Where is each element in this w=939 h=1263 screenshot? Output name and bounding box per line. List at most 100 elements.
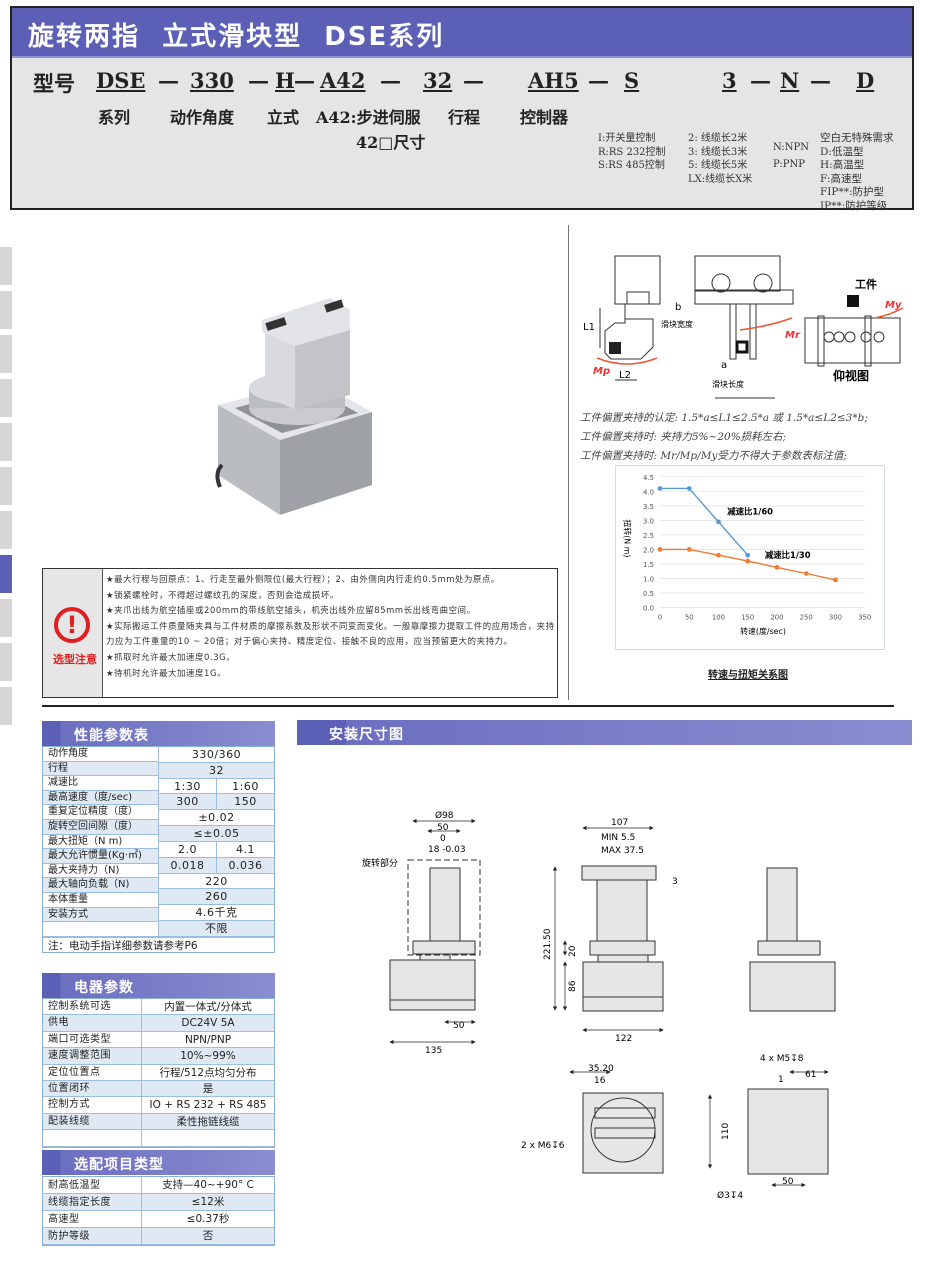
data-point — [686, 486, 692, 491]
code-series: DSE — [96, 68, 146, 93]
side-tab[interactable] — [0, 467, 12, 505]
side-tab[interactable] — [0, 511, 12, 549]
code-dash: — — [380, 68, 401, 93]
perf-value-row: 260 — [159, 889, 274, 906]
side-tab[interactable] — [0, 687, 12, 725]
elec-table-title: 电器参数 — [42, 973, 275, 998]
offset-note: 工件偏置夹持时: 夹持力5%~20%损耗左右; — [580, 431, 787, 443]
side-tab[interactable] — [0, 291, 12, 329]
page-title: 旋转两指 立式滑块型 DSE系列 — [28, 22, 445, 52]
options-value: ≤0.37秒 — [141, 1211, 274, 1227]
label-motor: A42:步进伺服 — [316, 108, 421, 127]
mp-label: Mp — [593, 366, 610, 377]
perf-label: 减速比 — [43, 776, 158, 791]
side-tab[interactable] — [0, 247, 12, 285]
code-dash: — — [294, 68, 315, 93]
perf-value: 1:30 — [174, 779, 201, 793]
perf-value-row: 不限 — [159, 921, 274, 937]
y-tick-label: 3.0 — [643, 517, 654, 525]
y-tick-label: 2.5 — [643, 532, 654, 540]
option: IP**:防护等级 — [820, 199, 888, 212]
vertical-divider — [568, 225, 569, 700]
perf-value: 2.0 — [178, 842, 197, 856]
y-tick-label: 0.5 — [643, 590, 654, 598]
perf-value: 32 — [209, 763, 224, 777]
a-label: a — [721, 360, 727, 371]
elec-row: 位置闭环是 — [43, 1080, 274, 1098]
dim-122: 122 — [615, 1034, 632, 1044]
options-row: 耐高低温型支持—40~+90° C — [43, 1177, 274, 1194]
x-tick-label: 0 — [658, 613, 662, 621]
perf-value: 260 — [205, 890, 228, 904]
elec-row: 配装线缆柔性拖链线缆 — [43, 1113, 274, 1131]
dim-tol0: 0 — [440, 834, 446, 844]
l1-label: L1 — [583, 322, 595, 333]
data-point — [774, 565, 780, 570]
y-tick-label: 0.0 — [643, 604, 654, 612]
chart-title: 转速与扭矩关系图 — [708, 670, 788, 681]
option: S:RS 485控制 — [598, 160, 665, 171]
series-label-1-60: 减速比1/60 — [727, 506, 773, 516]
dim-m6: 2 x M6↧6 — [521, 1141, 565, 1151]
side-tab[interactable] — [0, 423, 12, 461]
side-tab[interactable] — [0, 643, 12, 681]
options-label: 防护等级 — [48, 1231, 90, 1242]
dim-86: 86 — [568, 980, 578, 992]
elec-label: 供电 — [48, 1017, 69, 1029]
label-controller: 控制器 — [520, 108, 569, 127]
perf-note: 注：电动手指详细参数请参考P6 — [43, 937, 274, 953]
notice-line: ★锁紧螺栓时，不得超过螺纹孔的深度，否则会造成损坏。 — [106, 589, 339, 600]
slider-length-label: 滑块长度 — [712, 379, 744, 389]
elec-label: 控制方式 — [48, 1099, 90, 1111]
option: N:NPN — [773, 142, 809, 153]
options-value: 否 — [141, 1228, 274, 1244]
side-tab[interactable] — [0, 599, 12, 637]
offset-note: 工件偏置夹持的认定: 1.5*a≤L1≤2.5*a 或 1.5*a≤L2≤3*b… — [580, 412, 868, 424]
dim-135: 135 — [425, 1046, 442, 1056]
dim-50: 50 — [782, 1177, 794, 1187]
perf-value: 不限 — [205, 922, 228, 936]
dim-d98: Ø98 — [435, 810, 454, 821]
notice-label: 选型注意 — [53, 653, 97, 666]
install-title: 安装尺寸图 — [297, 720, 912, 745]
side-tab[interactable] — [0, 335, 12, 373]
side-tab[interactable] — [0, 379, 12, 417]
option: FIP**:防护型 — [820, 186, 885, 198]
dim-110: 110 — [721, 1123, 731, 1140]
dim-18: 18 -0.03 — [428, 845, 466, 855]
perf-label: 安装方式 — [43, 907, 158, 923]
elec-value: 行程/512点均匀分布 — [141, 1064, 274, 1080]
option: 2: 线缆长2米 — [688, 133, 748, 144]
perf-value: ≤±0.05 — [193, 827, 240, 841]
dim-max: MAX 37.5 — [601, 846, 644, 856]
dim-107: 107 — [611, 818, 628, 828]
elec-value: DC24V 5A — [141, 1015, 274, 1031]
slider-width-label: 滑块宽度 — [661, 319, 693, 329]
dim-16: 16 — [594, 1076, 606, 1086]
perf-label — [43, 922, 158, 937]
side-tab[interactable] — [0, 555, 12, 593]
perf-label: 行程 — [43, 761, 158, 777]
notice-label-cell: ! 选型注意 — [43, 569, 103, 697]
option: 空白无特殊需求 — [820, 132, 894, 144]
perf-value-row: 32 — [159, 762, 274, 779]
perf-label: 动作角度 — [43, 747, 158, 762]
y-tick-label: 3.5 — [643, 503, 654, 511]
perf-value: 300 — [176, 795, 199, 809]
option: F:高速型 — [820, 172, 862, 185]
options-label: 高速型 — [48, 1214, 80, 1225]
code-controller: AH5 — [528, 68, 579, 93]
notice-line: ★待机时允许最大加速度1G。 — [106, 667, 227, 678]
elec-label: 控制系统可选 — [48, 1001, 111, 1012]
data-point — [657, 547, 663, 552]
code-motor: A42 — [320, 68, 366, 93]
option: 3: 线缆长3米 — [688, 146, 748, 158]
code-dash: — — [588, 68, 609, 93]
option: I:开关量控制 — [598, 133, 656, 144]
code-vertical: H — [275, 68, 295, 93]
perf-label: 最高速度（度/sec) — [43, 790, 158, 806]
perf-label: 旋转空回间隙（度） — [43, 820, 158, 835]
